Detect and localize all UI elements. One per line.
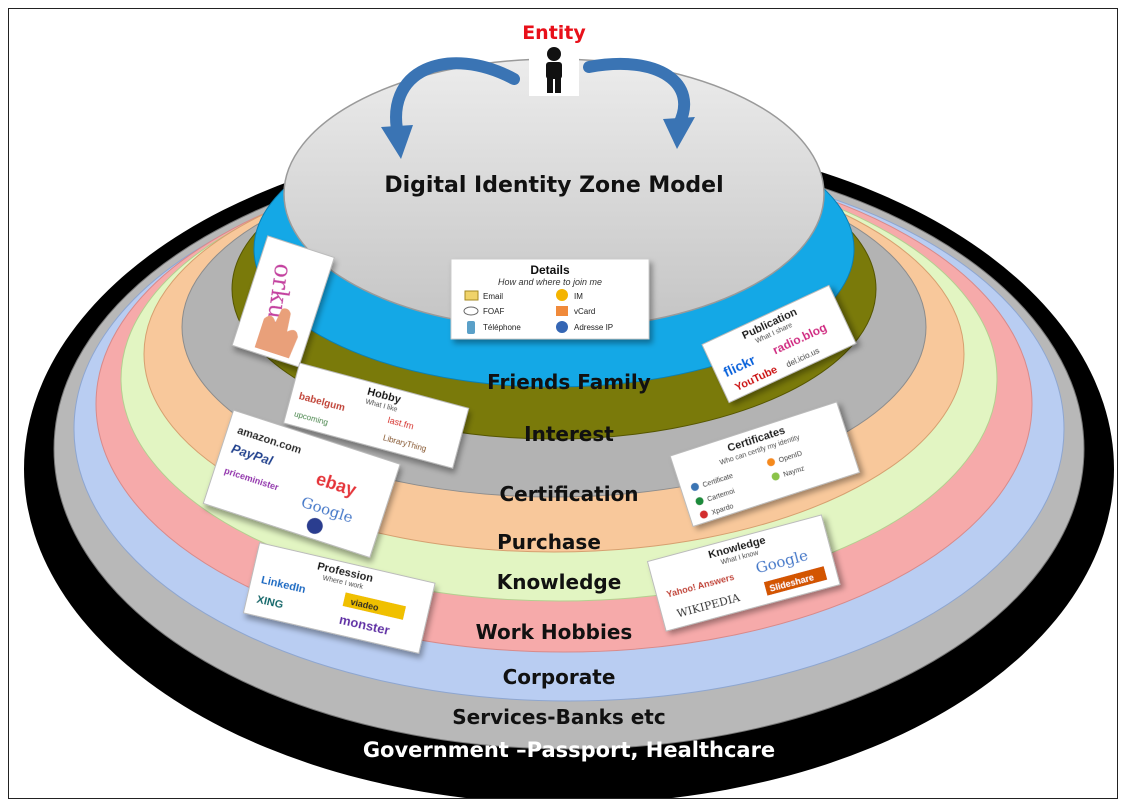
profession-card: Profession Where I work LinkedIn XING vi… [242, 542, 436, 654]
viadeo-logo-box [342, 592, 407, 620]
zone-label-services: Services-Banks etc [452, 705, 665, 729]
hand-icon [254, 308, 298, 359]
xpardo-icon [699, 510, 708, 519]
details-item: Téléphone [483, 323, 521, 332]
zone-label-corporate: Corporate [503, 665, 616, 689]
details-item: FOAF [483, 307, 504, 316]
entity-label: Entity [522, 22, 586, 44]
openid-icon [767, 458, 776, 467]
cartemoi-icon [695, 497, 704, 506]
left-arrowhead [381, 125, 413, 159]
right-arrow [583, 57, 691, 130]
details-item: Adresse IP [574, 323, 613, 332]
zone-label-purchase: Purchase [497, 530, 601, 554]
vcard-icon [556, 306, 568, 316]
details-item: Email [483, 292, 503, 301]
certificate-icon [690, 482, 699, 491]
certificates-card: Certificates Who can certify my identity… [669, 401, 861, 528]
zone-label-certification: Certification [499, 482, 638, 506]
slideshare-logo-box [763, 566, 828, 596]
hobby-card: Hobby What I like babelgum last.fm upcom… [283, 362, 470, 469]
fnac-icon [306, 517, 323, 534]
zone-label-work: Work Hobbies [476, 620, 633, 644]
foaf-icon [463, 306, 479, 316]
left-arrow [390, 57, 520, 145]
xing-logo: XING [255, 594, 284, 612]
email-icon [464, 290, 479, 301]
details-item: IM [574, 292, 583, 301]
details-card: Details How and where to join me Email I… [450, 258, 650, 340]
diagram-frame: Entity Digital Identity Zone Model Frien… [8, 8, 1118, 799]
person-icon [529, 44, 579, 96]
diagram-title: Digital Identity Zone Model [384, 173, 723, 198]
orkut-card: orkut [231, 235, 335, 368]
naymz-icon [771, 472, 780, 481]
zone-label-friends: Friends Family [487, 370, 651, 394]
right-arrowhead [663, 117, 695, 149]
publication-card: Publication What I share flickr radio.bl… [701, 284, 857, 404]
knowledge-card: Knowledge What I know Yahoo! Answers Goo… [646, 514, 841, 632]
ip-address-icon [556, 321, 568, 333]
zone-label-government: Government –Passport, Healthcare [363, 738, 775, 762]
zone-label-knowledge: Knowledge [497, 570, 622, 594]
zone-model-diagram: Entity Digital Identity Zone Model Frien… [24, 22, 1114, 798]
details-item: vCard [574, 307, 595, 316]
phone-icon [467, 321, 475, 334]
details-card-subtitle: How and where to join me [498, 277, 602, 287]
purchase-card: amazon.com PayPal ebay Google priceminis… [202, 409, 401, 559]
details-card-title: Details [530, 263, 570, 277]
im-icon [556, 289, 568, 301]
zone-label-interest: Interest [524, 422, 614, 446]
